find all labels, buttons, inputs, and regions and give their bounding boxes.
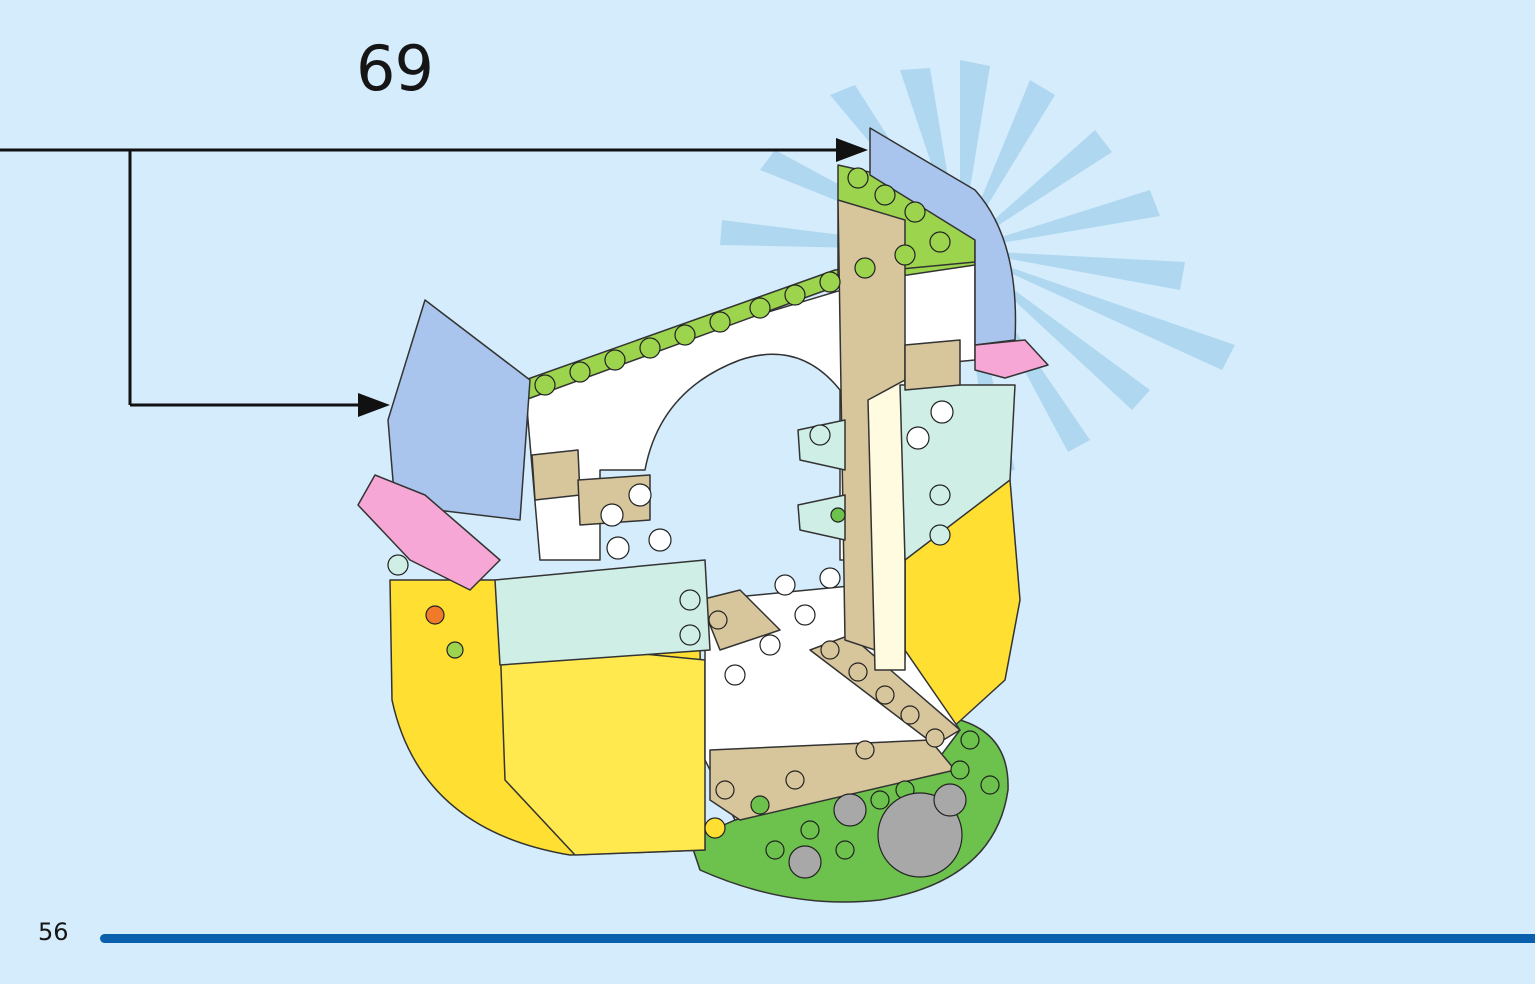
step-number: 69 (356, 32, 434, 105)
callout-lines (0, 148, 838, 407)
arrow-right-icon (836, 138, 868, 162)
page-footer-bar (100, 934, 1535, 943)
arrow-right-icon (358, 393, 390, 417)
studs (387, 167, 1000, 879)
page-number: 56 (38, 918, 69, 946)
